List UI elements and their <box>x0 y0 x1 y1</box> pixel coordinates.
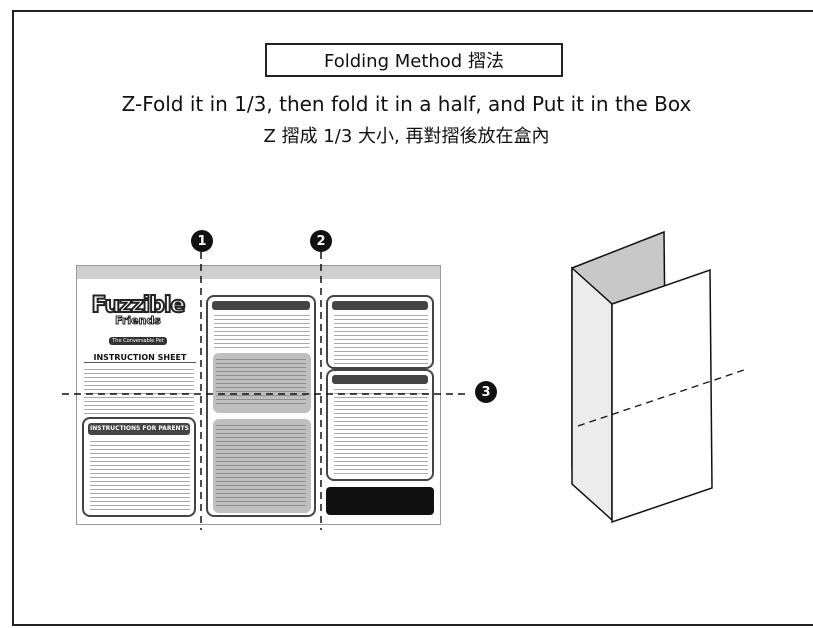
logo-friends: Friends <box>115 314 162 328</box>
logo-brand: Fuzzible <box>91 292 187 319</box>
sheet-heading: INSTRUCTION SHEET <box>84 353 196 363</box>
panel3-banner <box>326 487 434 515</box>
parents-heading: INSTRUCTIONS FOR PARENTS <box>90 425 189 432</box>
intro-text-block <box>84 369 194 415</box>
fuzzible-logo: Fuzzible Friends The Conversable Pet <box>82 292 194 346</box>
instruction-chinese: Z 摺成 1/3 大小, 再對摺後放在盒內 <box>263 126 550 147</box>
sheet-border <box>76 265 441 525</box>
diagram-frame <box>12 10 813 626</box>
diagram-title: Folding Method 摺法 <box>265 43 563 77</box>
logo-tagline: The Conversable Pet <box>109 337 167 345</box>
parents-box: INSTRUCTIONS FOR PARENTS <box>82 417 196 517</box>
step-1-marker: 1 <box>191 230 213 252</box>
sheet-top-bar <box>76 265 441 279</box>
step-2-marker: 2 <box>310 230 332 252</box>
instruction-sheet: Fuzzible Friends The Conversable Pet INS… <box>76 265 441 525</box>
panel2-box <box>206 295 316 517</box>
instruction-english: Z-Fold it in 1/3, then fold it in a half… <box>121 92 692 116</box>
step-3-marker: 3 <box>475 381 497 403</box>
panel3-box <box>326 295 434 369</box>
panel3-box-2 <box>326 369 434 481</box>
